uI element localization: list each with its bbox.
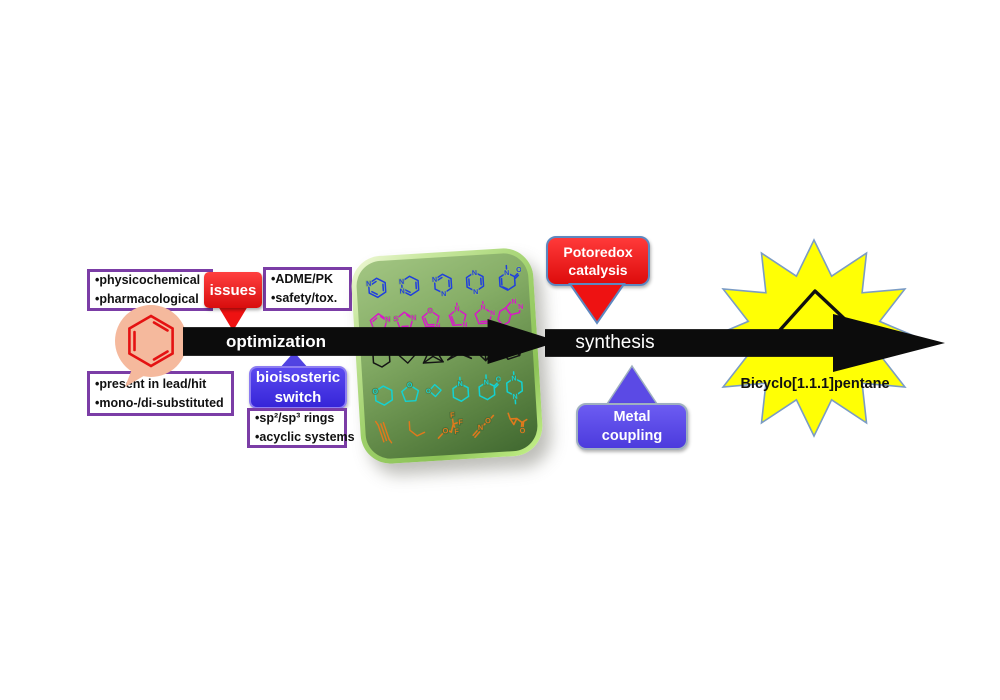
acyclic-line: •acyclic systems	[255, 430, 355, 444]
svg-text:F: F	[450, 412, 456, 421]
svg-text:O: O	[484, 416, 491, 425]
lead-box: •present in lead/hit •mono-/di-substitut…	[87, 371, 234, 416]
molecule-dimethylpiperazine: NN	[505, 371, 524, 405]
svg-text:F: F	[458, 418, 464, 427]
molecule-pyrimidine: NN	[430, 273, 452, 299]
sp-rings-line: •sp²/sp³ rings	[255, 411, 335, 426]
physicochemical-box: •physicochemical •pharmacological	[87, 269, 213, 311]
svg-text:N: N	[480, 305, 485, 312]
svg-text:N: N	[440, 290, 446, 298]
molecule-n-methylimidazole: NN	[448, 302, 468, 330]
bioisosteric-label-line2: switch	[274, 388, 322, 406]
safety-line: •safety/tox.	[271, 291, 338, 305]
molecule-alkyne	[374, 420, 393, 444]
molecule-oxime-ether: NO	[471, 415, 494, 439]
svg-text:N: N	[399, 277, 405, 285]
svg-text:N: N	[457, 380, 463, 388]
svg-text:N: N	[518, 303, 524, 311]
molecule-cyclopropyl-ketone: O	[507, 412, 528, 437]
svg-text:N: N	[484, 378, 490, 386]
svg-text:N: N	[411, 315, 416, 322]
benzene-bubble	[115, 305, 187, 387]
metal-label-line1: Metal	[613, 408, 651, 425]
bioisosteric-tag: bioisosteric switch	[249, 366, 347, 409]
molecule-n-methylpyrazole: NN	[474, 301, 496, 325]
sp-rings-box: •sp²/sp³ rings •acyclic systems	[247, 408, 355, 448]
svg-text:O: O	[516, 265, 522, 273]
svg-text:N: N	[490, 311, 495, 318]
svg-text:N: N	[504, 269, 510, 277]
svg-text:N: N	[454, 307, 459, 314]
svg-text:S: S	[394, 316, 399, 323]
svg-text:N: N	[472, 269, 478, 277]
bubble-circle	[115, 305, 187, 377]
svg-text:O: O	[407, 382, 413, 389]
svg-text:N: N	[473, 288, 479, 296]
molecule-pyridine: N	[365, 277, 387, 298]
molecule-n-methylpiperidine: N	[452, 376, 470, 402]
svg-text:N: N	[512, 393, 518, 401]
adme-line: •ADME/PK	[271, 272, 334, 287]
svg-text:O: O	[428, 308, 434, 315]
metal-label-line2: coupling	[601, 427, 663, 444]
molecule-pyrazine: NN	[465, 267, 485, 297]
svg-text:N: N	[399, 287, 405, 295]
photoredox-label-line1: Potoredox	[563, 243, 633, 260]
bioisosteric-pointer-triangle	[279, 352, 309, 369]
svg-text:N: N	[431, 275, 437, 283]
lead-line: •present in lead/hit	[95, 376, 207, 391]
svg-text:N: N	[477, 423, 483, 432]
svg-text:O: O	[442, 426, 449, 435]
metal-pointer-triangle	[605, 364, 659, 405]
adme-box: •ADME/PK •safety/tox.	[263, 267, 352, 311]
svg-text:O: O	[372, 387, 378, 395]
molecule-alkyl-chain	[408, 420, 425, 437]
photoredox-pointer-triangle	[568, 283, 626, 325]
svg-text:O: O	[496, 375, 502, 383]
molecule-tetrahydropyran: O	[371, 385, 394, 406]
svg-text:O: O	[519, 426, 526, 435]
svg-text:N: N	[511, 375, 517, 383]
photoredox-tag: Potoredox catalysis	[546, 236, 650, 286]
benzene-ring-icon	[128, 314, 174, 368]
substituted-line: •mono-/di-substituted	[95, 395, 224, 410]
product-label: Bicyclo[1.1.1]pentane	[740, 376, 889, 392]
svg-text:O: O	[426, 388, 431, 395]
metal-coupling-tag: Metal coupling	[576, 403, 688, 450]
svg-text:N: N	[366, 279, 372, 287]
svg-text:N: N	[385, 317, 390, 324]
bioisosteric-label-line1: bioisosteric	[255, 369, 341, 386]
issues-pointer-triangle	[218, 306, 248, 331]
svg-text:N: N	[462, 322, 467, 329]
photoredox-label-line2: catalysis	[568, 262, 628, 278]
synthesis-label: synthesis	[575, 332, 655, 353]
svg-text:N: N	[511, 298, 517, 306]
svg-text:F: F	[454, 427, 460, 436]
optimization-label: optimization	[225, 331, 327, 351]
issues-tag: issues	[204, 272, 262, 308]
physicochemical-line: •physicochemical	[95, 273, 201, 288]
pharmacological-line: •pharmacological	[95, 292, 199, 306]
molecule-tetrahydrofuran: O	[401, 381, 420, 403]
molecule-oxetane: O	[425, 384, 442, 398]
issues-label: issues	[209, 281, 257, 299]
molecule-pyridazine: NN	[398, 275, 420, 296]
